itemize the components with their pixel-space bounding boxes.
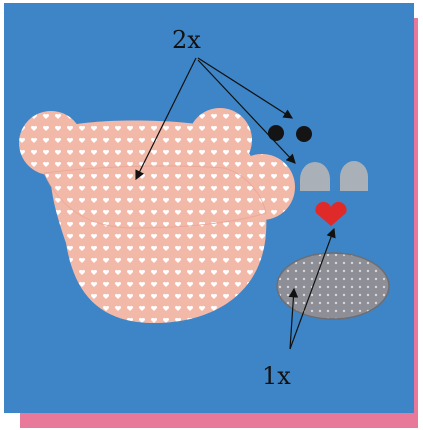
eye-left xyxy=(268,125,284,141)
eye-right xyxy=(296,126,312,142)
dotted-circle-cutout xyxy=(277,253,389,319)
quantity-label-1x: 1x xyxy=(262,362,291,390)
inner-ear-left xyxy=(300,162,330,191)
inner-ear-right xyxy=(340,161,368,191)
quantity-label-2x: 2x xyxy=(172,26,201,54)
craft-pieces xyxy=(4,3,414,413)
bear-head-cutout xyxy=(19,108,295,323)
heart-icon xyxy=(315,202,346,226)
